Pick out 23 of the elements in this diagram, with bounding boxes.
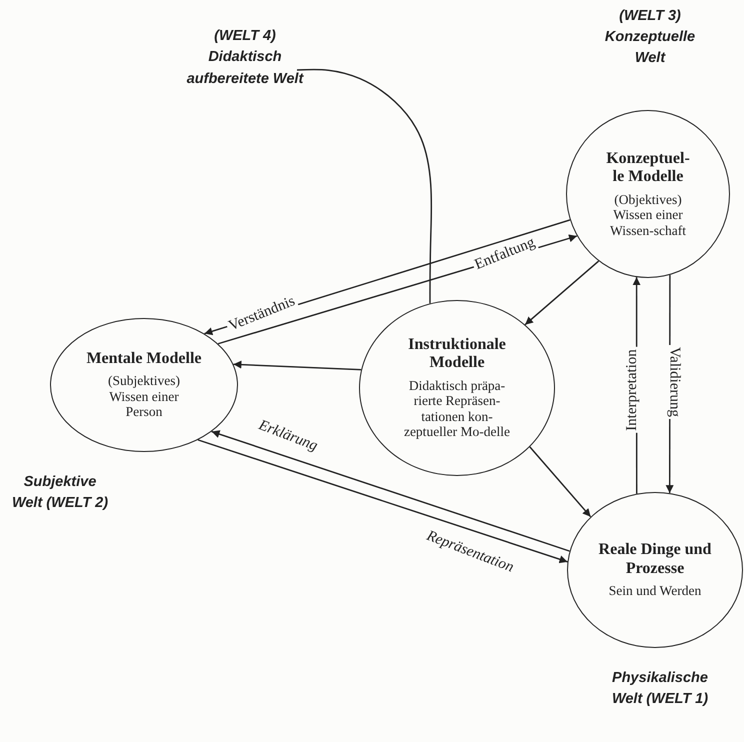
world-label: (WELT 3) Konzeptuelle Welt <box>604 7 696 68</box>
connector-line <box>296 68 432 304</box>
node-text: (Subjektives) Wissen einer Person <box>107 373 181 420</box>
node-text: (Objektives) Wissen einer Wissen-schaft <box>609 192 687 238</box>
world-label: Subjektive Welt (WELT 2) <box>10 473 110 514</box>
world-label: Physikalische Welt (WELT 1) <box>610 669 710 710</box>
node-title: Mentale Modelle <box>85 350 203 368</box>
arrow <box>211 430 570 552</box>
arrow <box>524 260 600 326</box>
node-title: Reale Dinge und Prozesse <box>598 541 712 578</box>
ellipse-node <box>359 300 555 476</box>
arrow <box>198 439 568 564</box>
ellipse-node <box>567 492 743 648</box>
node-title: Konzeptuel-le Modelle <box>605 150 691 187</box>
arrow <box>529 446 592 518</box>
ellipse-node <box>566 110 730 278</box>
node-text: Sein und Werden <box>608 583 702 599</box>
world-label: (WELT 4) Didaktisch aufbereitete Welt <box>186 27 305 88</box>
arrow <box>233 360 362 370</box>
node-text: Didaktisch präpa-rierte Repräsen-tationen kon-zeptueller Mo-delle <box>402 378 512 440</box>
node-title: Instruktionale Modelle <box>407 336 507 373</box>
edge-label: Validierung <box>666 345 682 419</box>
edge-label: Interpretation <box>624 347 640 433</box>
